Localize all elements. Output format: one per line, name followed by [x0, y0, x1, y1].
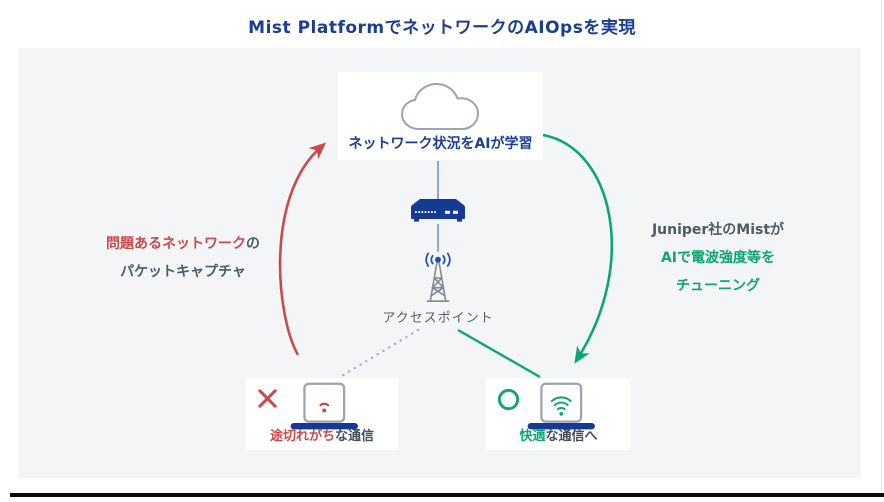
bad-connection-card: 途切れがちな通信 — [246, 378, 398, 450]
window-bottom-edge — [10, 493, 884, 497]
ai-tuning-note-line3: チューニング — [676, 278, 760, 294]
ai-tuning-note-line1: Juniper社のMistが — [651, 222, 785, 238]
x-mark-icon — [258, 389, 277, 408]
cloud-card-label: ネットワーク状況をAIが学習 — [348, 136, 533, 152]
ap-good-link — [457, 328, 541, 379]
packet-capture-note: 問題あるネットワークの パケットキャプチャ — [58, 230, 308, 286]
access-point-icon — [425, 252, 451, 302]
network-switch-icon — [411, 199, 465, 222]
ai-tuning-note: Juniper社のMistが AIで電波強度等を チューニング — [613, 216, 823, 300]
packet-capture-note-line1: 問題あるネットワークの — [106, 236, 260, 252]
access-point-label: アクセスポイント — [382, 311, 494, 326]
good-connection-card: 快適な通信へ — [486, 378, 631, 450]
good-connection-label: 快適な通信へ — [519, 429, 598, 444]
cloud-learning-card: ネットワーク状況をAIが学習 — [338, 72, 543, 160]
diagram-panel: ネットワーク状況をAIが学習 — [18, 48, 861, 478]
packet-capture-note-line2: パケットキャプチャ — [120, 264, 246, 280]
ai-tuning-note-line2: AIで電波強度等を — [660, 250, 776, 266]
window-right-edge — [881, 0, 882, 493]
circle-mark-icon — [497, 388, 520, 411]
connector-overlay — [278, 133, 614, 379]
page-title: Mist PlatformでネットワークのAIOpsを実現 — [248, 18, 636, 38]
laptop-strong-wifi-icon — [527, 382, 595, 430]
bad-connection-label: 途切れがちな通信 — [269, 429, 375, 444]
laptop-weak-wifi-icon — [290, 382, 358, 430]
packet-capture-arrow — [278, 142, 327, 356]
ap-bad-dotted-link — [338, 328, 420, 379]
ai-tuning-arrow — [542, 133, 614, 364]
cloud-icon — [400, 83, 479, 130]
